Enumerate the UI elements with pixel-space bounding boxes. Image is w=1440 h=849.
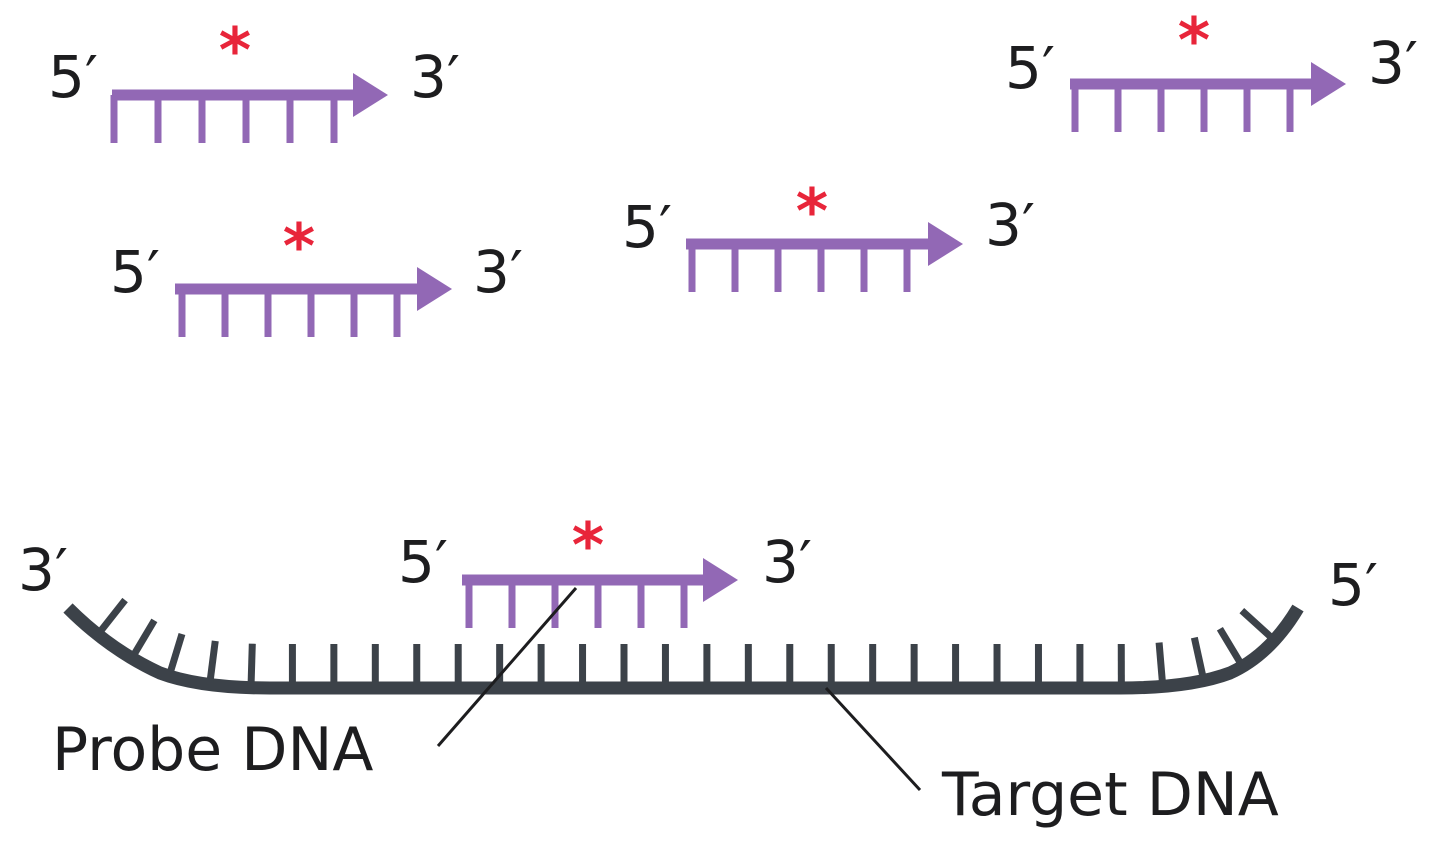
free-probe-3: 5′ * 3′: [110, 210, 523, 337]
target-five-prime-label: 5′: [1328, 551, 1378, 619]
free-probe-1: 5′ * 3′: [48, 14, 460, 143]
target-dna-label: Target DNA: [941, 760, 1279, 830]
probe-3-label-marker: *: [283, 210, 315, 283]
probe-dna-label: Probe DNA: [52, 715, 373, 785]
target-base-tick: [95, 597, 128, 637]
probe-1-five-prime-label: 5′: [48, 43, 98, 111]
probe-4-arrowhead: [928, 222, 963, 266]
target-base-tick: [1190, 636, 1208, 682]
bound-probe-bases: [465, 580, 688, 628]
target-base-tick: [128, 618, 158, 660]
probe-3-three-prime-label: 3′: [473, 238, 523, 306]
probe-2-label-marker: *: [1178, 4, 1210, 77]
probe-2-bases: [1071, 84, 1294, 132]
probe-3-bases: [178, 289, 401, 337]
target-base-tick: [1216, 626, 1246, 669]
target-base-tick: [165, 633, 186, 678]
probe-4-five-prime-label: 5′: [622, 193, 672, 261]
target-base-tick: [206, 640, 219, 685]
probe-1-three-prime-label: 3′: [410, 43, 460, 111]
probe-3-five-prime-label: 5′: [110, 238, 160, 306]
probe-callout-leader: [436, 587, 578, 747]
probe-4-three-prime-label: 3′: [985, 191, 1035, 259]
probe-3-arrowhead: [417, 267, 452, 311]
probe-4-bases: [688, 244, 911, 292]
probe-1-label-marker: *: [219, 14, 251, 87]
target-base-tick: [1239, 608, 1277, 643]
probe-1-bases: [110, 95, 338, 143]
bound-probe: 5′ * 3′: [398, 509, 812, 628]
bound-probe-three-prime-label: 3′: [762, 528, 812, 596]
target-callout-leader: [824, 686, 922, 792]
free-probe-2: 5′ * 3′: [1005, 4, 1418, 132]
probe-2-three-prime-label: 3′: [1368, 29, 1418, 97]
target-strand: 3′ 5′: [18, 536, 1378, 695]
bound-probe-label-marker: *: [572, 509, 604, 582]
target-base-tick: [247, 643, 256, 688]
target-bases: [95, 597, 1277, 689]
free-probe-4: 5′ * 3′: [622, 175, 1035, 292]
target-three-prime-label: 3′: [18, 536, 68, 604]
bound-probe-five-prime-label: 5′: [398, 528, 448, 596]
bound-probe-arrowhead: [703, 558, 738, 602]
probe-4-label-marker: *: [796, 175, 828, 248]
probe-2-five-prime-label: 5′: [1005, 34, 1055, 102]
target-base-tick: [1155, 642, 1167, 687]
probe-2-arrowhead: [1311, 62, 1346, 106]
probe-1-arrowhead: [353, 73, 388, 117]
